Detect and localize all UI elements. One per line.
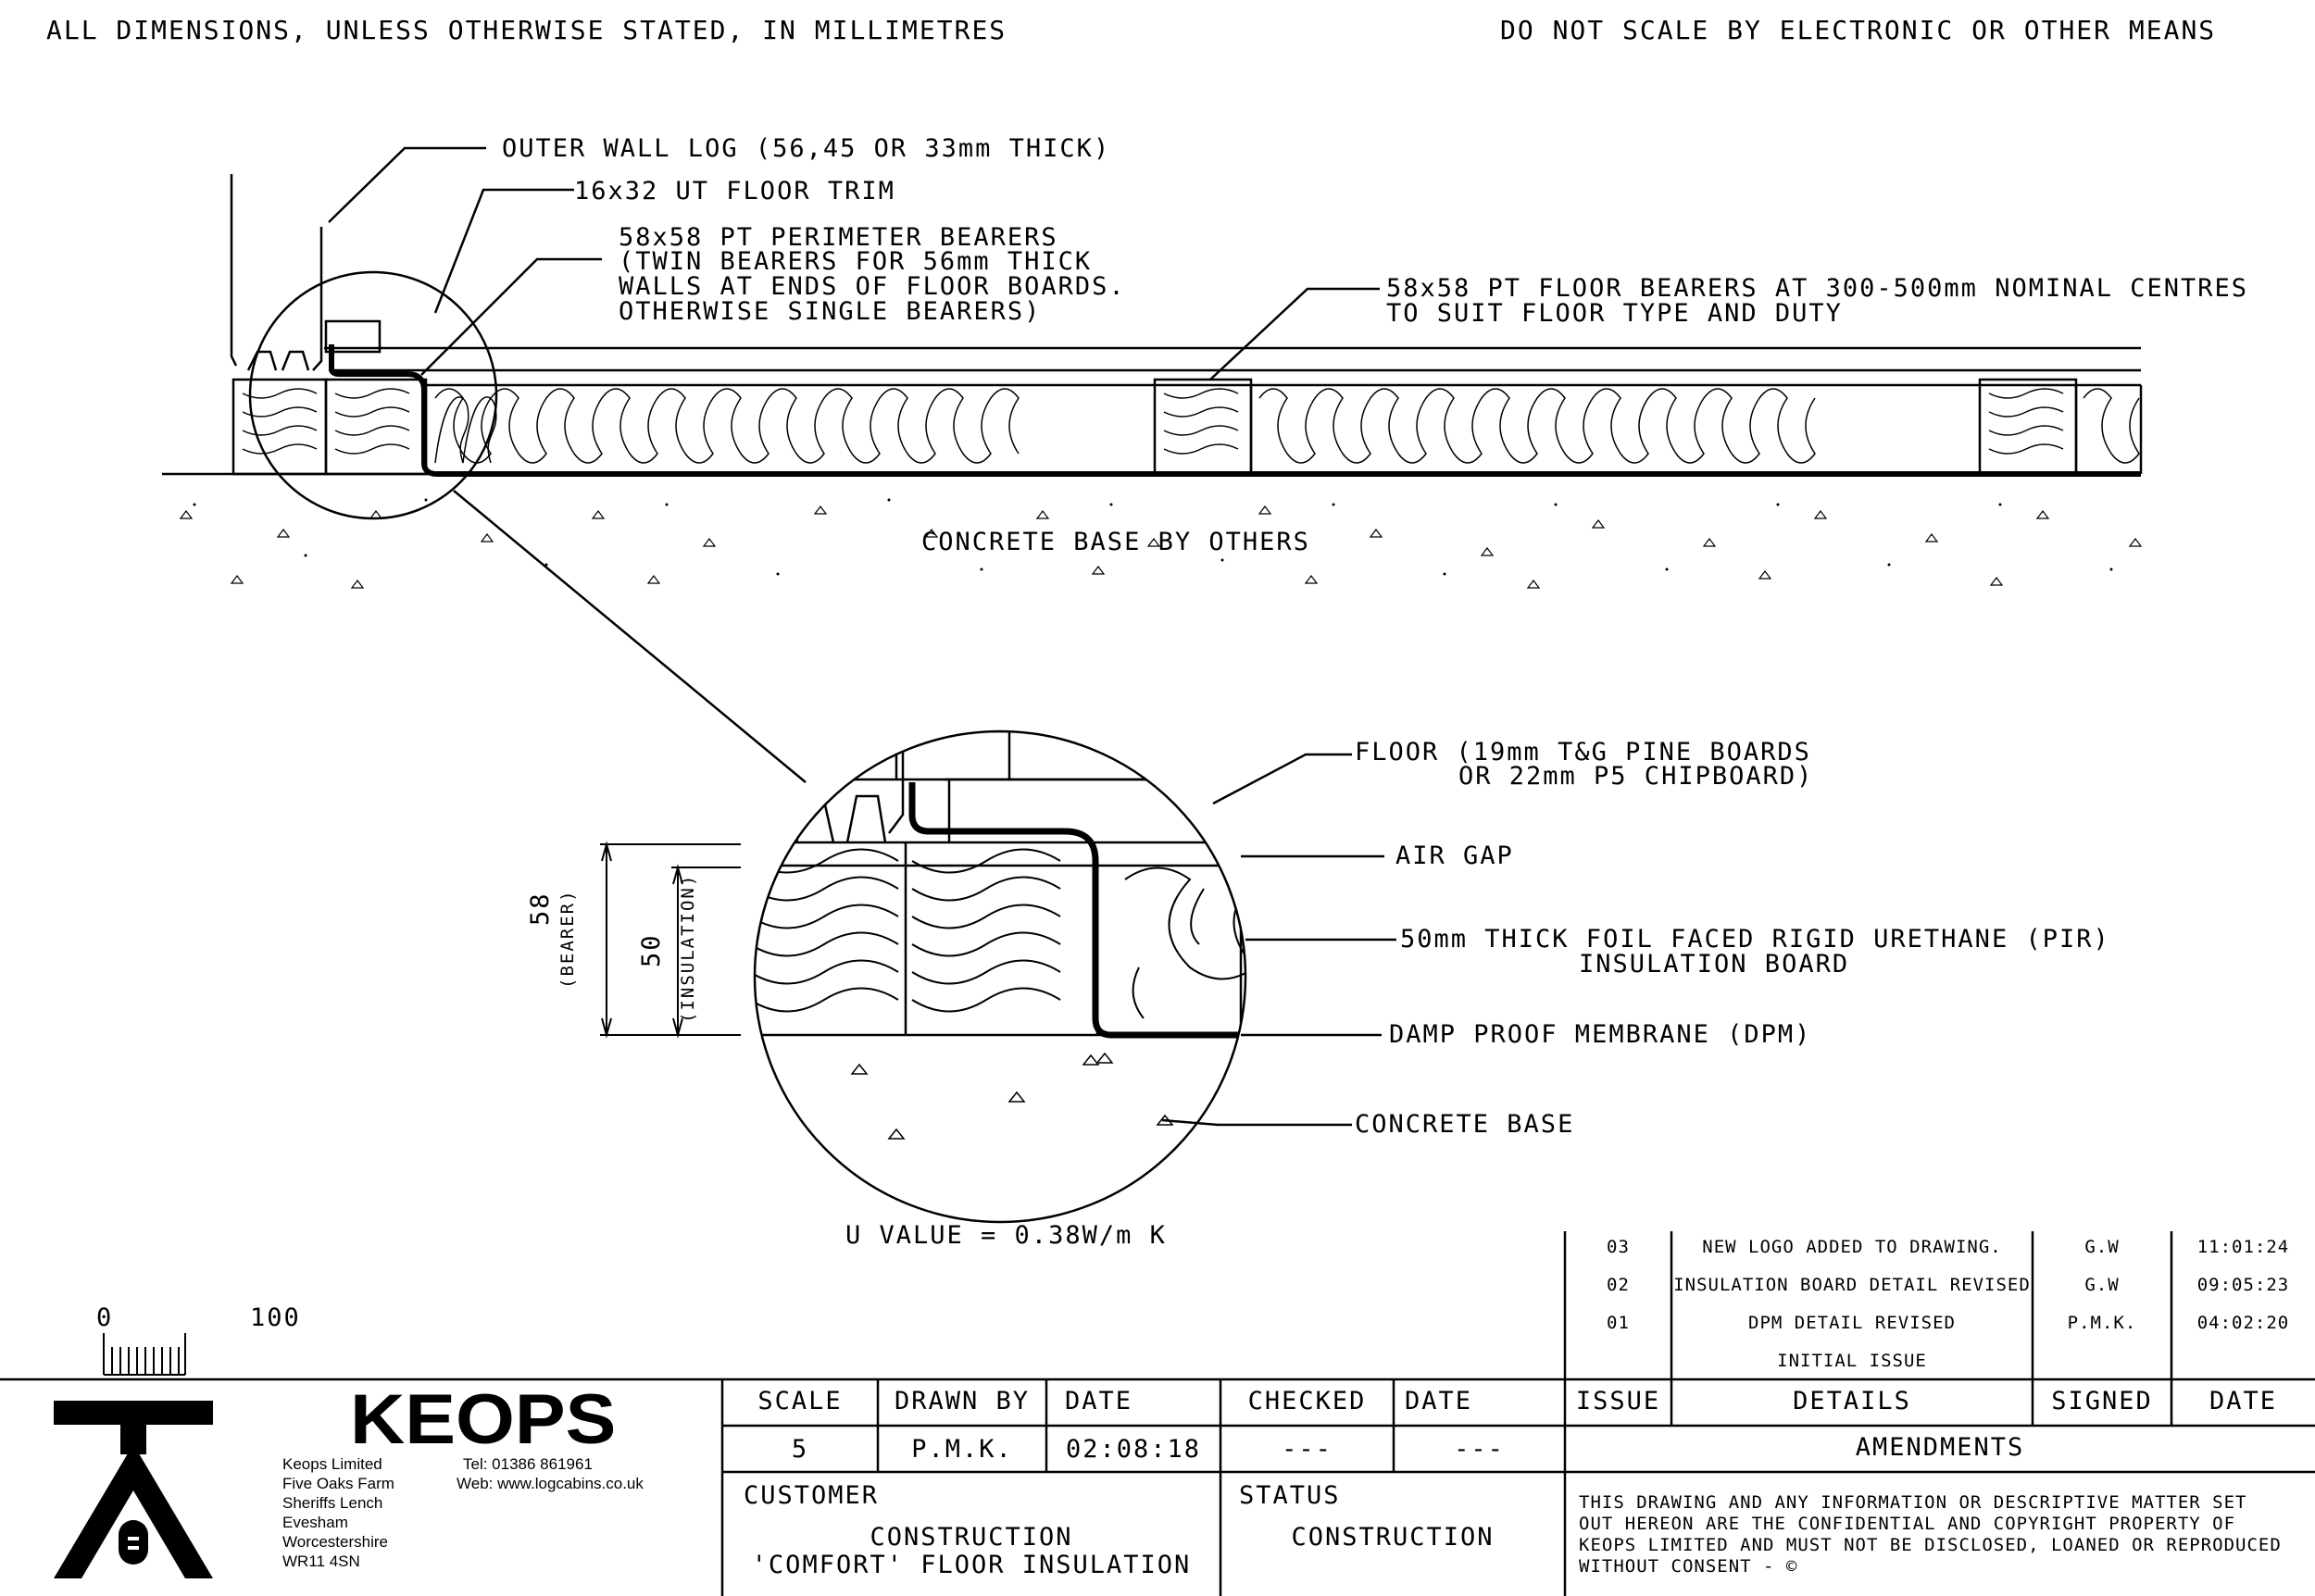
dim-insulation-label: (INSULATION) xyxy=(678,873,698,1023)
leaders-upper xyxy=(328,146,1380,380)
dim-insulation-value: 50 xyxy=(637,933,666,967)
amendments-title: AMENDMENTS xyxy=(1855,1433,2025,1462)
scale-bar-end: 100 xyxy=(250,1303,301,1332)
amend-header-date: DATE xyxy=(2209,1387,2278,1415)
amend-details-03: NEW LOGO ADDED TO DRAWING. xyxy=(1702,1237,2002,1257)
dim-bearer-value: 58 xyxy=(526,892,555,926)
scale-value: 5 xyxy=(791,1435,809,1464)
date2-value: --- xyxy=(1454,1435,1505,1464)
label-concrete-base-by-others: CONCRETE BASE BY OTHERS xyxy=(921,528,1310,556)
checked-value: --- xyxy=(1282,1435,1333,1464)
company-tel: Tel: 01386 861961 xyxy=(463,1455,593,1473)
checked-label: CHECKED xyxy=(1247,1387,1367,1415)
amend-date-02: 09:05:23 xyxy=(2196,1275,2290,1295)
copyright-notice-1: THIS DRAWING AND ANY INFORMATION OR DESC… xyxy=(1579,1492,2247,1513)
status-value: CONSTRUCTION xyxy=(1291,1523,1495,1552)
label-perimeter-bearers-3: WALLS AT ENDS OF FLOOR BOARDS. xyxy=(619,272,1126,301)
dim-bearer-label: (BEARER) xyxy=(557,889,578,989)
u-value: U VALUE = 0.38W/m K xyxy=(845,1221,1167,1250)
amend-date-01: 04:02:20 xyxy=(2196,1313,2290,1333)
scale-bar xyxy=(103,1333,186,1376)
enlarged-detail xyxy=(600,729,1247,1224)
dimensions-note: ALL DIMENSIONS, UNLESS OTHERWISE STATED,… xyxy=(46,15,1007,45)
scale-label: SCALE xyxy=(757,1387,843,1415)
amend-details-02: INSULATION BOARD DETAIL REVISED xyxy=(1673,1275,2031,1295)
address-line-3: Sheriffs Lench xyxy=(282,1494,383,1512)
amend-details-initial: INITIAL ISSUE xyxy=(1777,1351,1927,1371)
customer-line-1: CONSTRUCTION xyxy=(870,1523,1073,1552)
label-floor-2: OR 22mm P5 CHIPBOARD) xyxy=(1458,762,1814,791)
address-line-6: WR11 4SN xyxy=(282,1552,360,1570)
keops-logo-text: KEOPS xyxy=(350,1380,617,1459)
address-line-2: Five Oaks Farm xyxy=(282,1475,394,1492)
drawn-by-label: DRAWN BY xyxy=(894,1387,1031,1415)
label-floor-bearers-2: TO SUIT FLOOR TYPE AND DUTY xyxy=(1386,299,1843,328)
amend-issue-01: 01 xyxy=(1607,1313,1630,1333)
label-air-gap: AIR GAP xyxy=(1395,842,1514,870)
keops-logo-mark xyxy=(54,1401,213,1578)
leaders-lower xyxy=(1161,753,1396,1127)
section-view xyxy=(162,174,2143,783)
amend-signed-02: G.W xyxy=(2084,1275,2120,1295)
copyright-notice-2: OUT HEREON ARE THE CONFIDENTIAL AND COPY… xyxy=(1579,1514,2236,1534)
amend-header-signed: SIGNED xyxy=(2051,1387,2153,1415)
drawn-by-value: P.M.K. xyxy=(911,1435,1013,1464)
label-outer-wall-log: OUTER WALL LOG (56,45 OR 33mm THICK) xyxy=(502,134,1111,163)
label-floor-trim: 16x32 UT FLOOR TRIM xyxy=(574,177,895,206)
amend-signed-01: P.M.K. xyxy=(2067,1313,2137,1333)
amend-date-03: 11:01:24 xyxy=(2196,1237,2290,1257)
amend-details-01: DPM DETAIL REVISED xyxy=(1748,1313,1956,1333)
amend-header-details: DETAILS xyxy=(1793,1387,1911,1415)
amend-header-issue: ISSUE xyxy=(1575,1387,1661,1415)
label-concrete-base: CONCRETE BASE xyxy=(1355,1110,1575,1139)
amend-signed-03: G.W xyxy=(2084,1237,2120,1257)
date-label: DATE xyxy=(1065,1387,1133,1415)
label-dpm: DAMP PROOF MEMBRANE (DPM) xyxy=(1389,1020,1812,1049)
address-line-5: Worcestershire xyxy=(282,1533,388,1551)
address-line-4: Evesham xyxy=(282,1514,348,1531)
amend-issue-02: 02 xyxy=(1607,1275,1630,1295)
date2-label: DATE xyxy=(1405,1387,1473,1415)
date-value: 02:08:18 xyxy=(1065,1435,1202,1464)
label-insulation-1: 50mm THICK FOIL FACED RIGID URETHANE (PI… xyxy=(1400,925,2110,954)
scale-warning: DO NOT SCALE BY ELECTRONIC OR OTHER MEAN… xyxy=(1500,15,2217,45)
title-block xyxy=(0,1231,2315,1596)
customer-label: CUSTOMER xyxy=(744,1481,880,1510)
label-perimeter-bearers-1: 58x58 PT PERIMETER BEARERS xyxy=(619,223,1058,252)
address-line-1: Keops Limited xyxy=(282,1455,382,1473)
copyright-notice-4: WITHOUT CONSENT - © xyxy=(1579,1556,1798,1577)
label-floor-1: FLOOR (19mm T&G PINE BOARDS xyxy=(1355,738,1811,767)
label-insulation-2: INSULATION BOARD xyxy=(1579,950,1850,979)
label-perimeter-bearers-2: (TWIN BEARERS FOR 56mm THICK xyxy=(619,247,1093,276)
customer-line-2: 'COMFORT' FLOOR INSULATION xyxy=(751,1551,1192,1579)
label-perimeter-bearers-4: OTHERWISE SINGLE BEARERS) xyxy=(619,297,1042,326)
company-web: Web: www.logcabins.co.uk xyxy=(457,1475,644,1492)
copyright-notice-3: KEOPS LIMITED AND MUST NOT BE DISCLOSED,… xyxy=(1579,1535,2282,1555)
status-label: STATUS xyxy=(1239,1481,1341,1510)
amend-issue-03: 03 xyxy=(1607,1237,1630,1257)
scale-bar-start: 0 xyxy=(96,1303,114,1332)
label-floor-bearers-1: 58x58 PT FLOOR BEARERS AT 300-500mm NOMI… xyxy=(1386,274,2249,303)
